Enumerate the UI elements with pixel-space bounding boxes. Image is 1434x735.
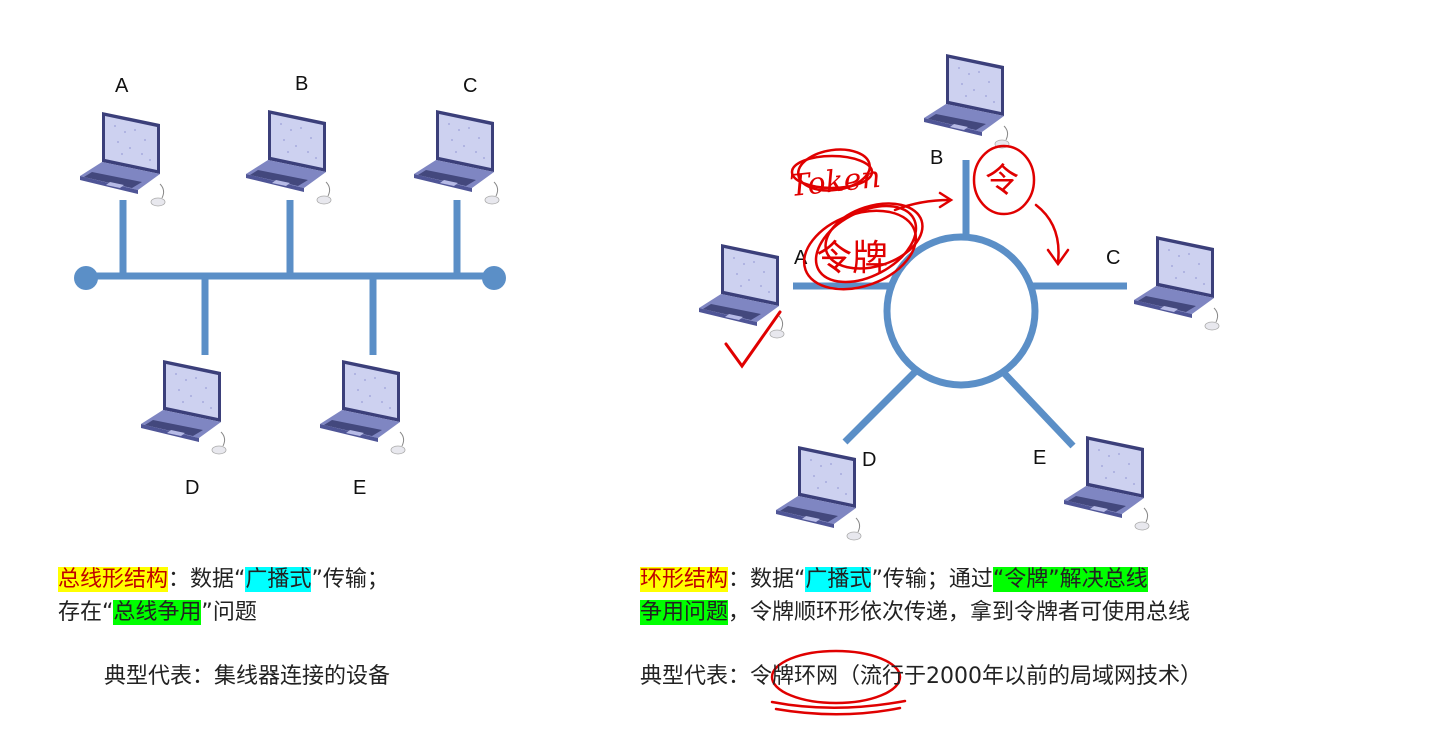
scribble-circle <box>796 148 872 192</box>
laptop-icon <box>245 109 332 205</box>
ring-broadcast: 广播式 <box>805 567 872 592</box>
ring-circle <box>883 233 1039 389</box>
laptop-icon <box>923 53 1010 149</box>
ring-topology: A B C D E <box>698 53 1220 541</box>
ring-desc-line-1: 环形结构：数据“广播式”传输；通过“令牌”解决总线 <box>640 565 1148 595</box>
laptop-icon <box>79 111 166 207</box>
bus-terminator-left <box>74 266 98 290</box>
scribble-circle <box>790 154 874 190</box>
laptop-icon <box>413 109 500 205</box>
ring-desc-line-2: 争用问题，令牌顺环形依次传递，拿到令牌者可使用总线 <box>640 598 1190 628</box>
ring-node-label: B <box>930 147 943 169</box>
arrowhead <box>938 191 954 209</box>
bus-node-label: C <box>463 75 477 97</box>
laptop-icon <box>319 359 406 455</box>
ring-representative-label: 典型代表： <box>640 664 751 689</box>
ring-desc-text: ”传输；通过 <box>871 567 993 592</box>
ring-node-label: C <box>1106 247 1120 269</box>
ring-representative: 典型代表：令牌环网（流行于2000年以前的局域网技术） <box>640 662 1202 692</box>
handwritten-token-chars: 令牌 <box>816 238 888 279</box>
laptop-icon <box>775 445 862 541</box>
laptop-icon <box>140 359 227 455</box>
bus-desc-text: ：数据“ <box>168 567 246 592</box>
ring-link-d <box>842 367 920 445</box>
ring-token-solve: “令牌”解决总线 <box>992 567 1148 592</box>
ring-desc-text: ，令牌顺环形依次传递，拿到令牌者可使用总线 <box>728 600 1191 625</box>
scribble-circle <box>824 202 924 270</box>
bus-node-label: A <box>115 75 129 97</box>
bus-desc-line-1: 总线形结构：数据“广播式”传输； <box>58 565 389 595</box>
ring-token-solve-2: 争用问题 <box>640 600 729 625</box>
scribble-circle <box>770 649 902 705</box>
underline-scribble <box>770 699 907 709</box>
handwritten-annotations: Token 令牌 令 <box>724 144 1070 716</box>
ring-node-label: E <box>1033 447 1046 469</box>
laptop-icon <box>1063 435 1150 531</box>
ring-representative-name: 令牌环网 <box>750 664 839 689</box>
bus-desc-line-2: 存在“总线争用”问题 <box>58 598 257 628</box>
ring-term: 环形结构 <box>640 567 729 592</box>
ring-representative-note: （流行于2000年以前的局域网技术） <box>838 664 1203 689</box>
bus-broadcast: 广播式 <box>245 567 312 592</box>
bus-node-label: D <box>185 477 199 499</box>
bus-desc-text: ”问题 <box>201 600 257 625</box>
bus-term: 总线形结构 <box>58 567 169 592</box>
bus-representative: 典型代表：集线器连接的设备 <box>104 664 391 689</box>
underline-scribble <box>774 706 902 716</box>
scribble-circle <box>972 144 1036 216</box>
bus-node-label: E <box>353 477 366 499</box>
bus-contention: 总线争用 <box>113 600 202 625</box>
bus-desc-text: 存在“ <box>58 600 114 625</box>
bus-topology: A B C D E <box>74 73 506 499</box>
bus-node-label: B <box>295 73 308 95</box>
arrow-to-b <box>893 198 952 212</box>
scribble-circle <box>814 204 918 284</box>
ring-desc-text: ：数据“ <box>728 567 806 592</box>
check-mark-icon <box>724 310 782 369</box>
laptop-icon <box>1133 235 1220 331</box>
bus-terminator-right <box>482 266 506 290</box>
arrowhead <box>1046 248 1070 267</box>
arrow-to-c <box>1034 203 1060 264</box>
ring-node-label: D <box>862 449 876 471</box>
bus-desc-text: ”传输； <box>311 567 389 592</box>
ring-link-e <box>1000 369 1076 449</box>
handwritten-ling: 令 <box>985 161 1019 201</box>
